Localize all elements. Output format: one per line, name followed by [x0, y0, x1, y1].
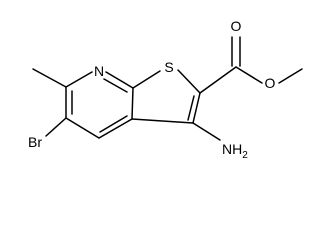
bond-carbonyl-ester-o — [235, 66, 263, 84]
thiophene-ring — [131, 69, 201, 124]
chemical-structure-diagram: N S O O Br NH2 — [28, 18, 303, 161]
bond-c3-c3a — [131, 118, 194, 124]
bond-c5-c4 — [65, 117, 100, 139]
bond-c4-c3a-outer — [98, 118, 133, 139]
bond-c7a-s — [132, 70, 161, 89]
bond-ester-o-methyl — [278, 68, 303, 84]
bond-n-c7a-inner — [103, 78, 128, 93]
atom-label-bromine: Br — [28, 134, 42, 150]
atom-label-carbonyl-oxygen: O — [231, 18, 242, 34]
bond-c5-br — [45, 117, 67, 137]
bond-c3-nh2 — [192, 122, 221, 141]
bond-s-c2 — [177, 69, 201, 94]
bond-c2-c3-outer — [192, 92, 201, 124]
bond-c2-carbonyl-c — [199, 66, 237, 94]
bond-c6-methyl — [32, 68, 67, 88]
atom-label-sulfur: S — [164, 59, 173, 75]
bond-c2-c3-inner — [187, 95, 195, 121]
bond-c7a-n — [105, 71, 134, 89]
bond-n-c6 — [65, 71, 93, 88]
bond-c4-c3a-inner — [99, 115, 128, 133]
pyridine-ring — [65, 71, 134, 139]
atom-label-amino: NH2 — [222, 141, 248, 161]
bond-c3a-c7a — [131, 87, 134, 120]
substituents — [32, 36, 303, 141]
atom-label-nitrogen: N — [94, 63, 104, 79]
atom-label-ester-oxygen: O — [265, 75, 276, 91]
atom-labels: N S O O Br NH2 — [28, 18, 276, 161]
